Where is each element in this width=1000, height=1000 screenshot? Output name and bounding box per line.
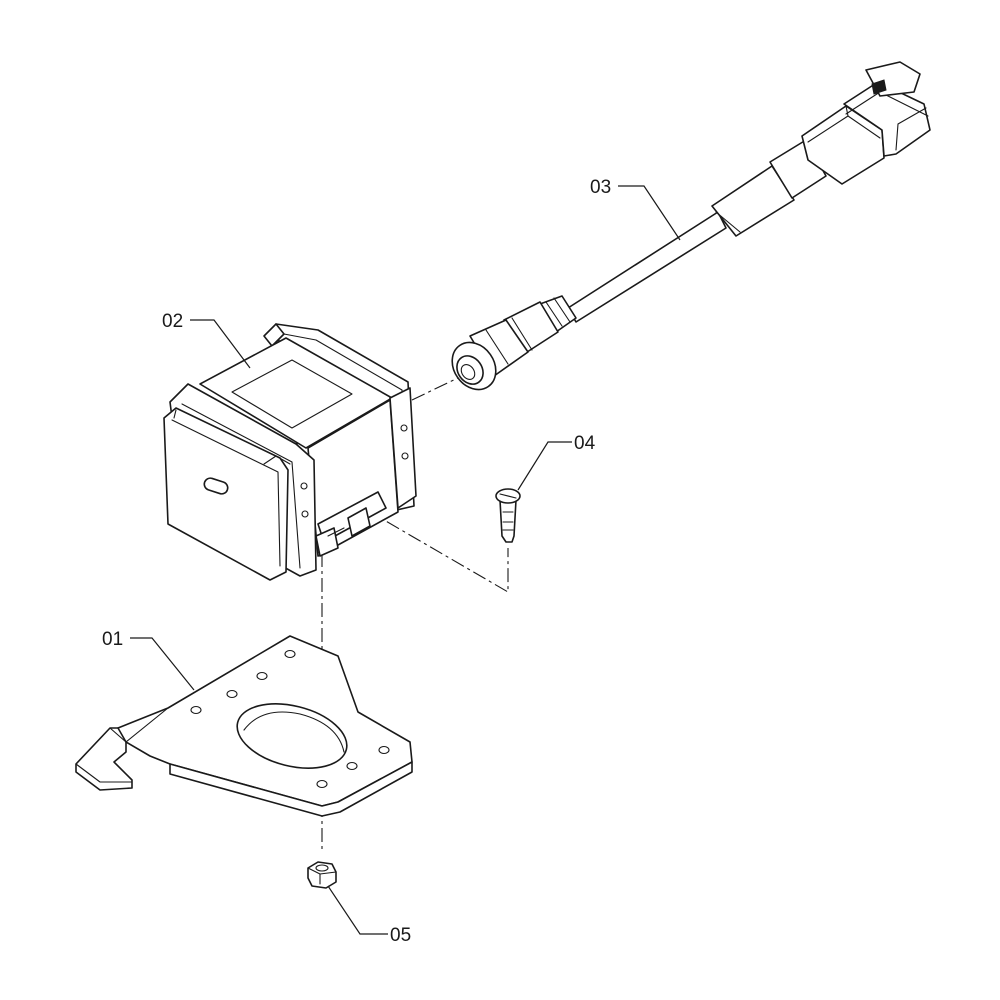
part-03-cable-harness[interactable] — [443, 61, 931, 398]
callout-03: 03 — [590, 177, 611, 198]
part-01-mounting-bracket[interactable] — [75, 635, 413, 817]
callout-02: 02 — [162, 311, 183, 332]
callout-leaders — [130, 185, 681, 935]
bracket-mounting-holes — [190, 649, 390, 789]
callout-01: 01 — [102, 629, 123, 650]
bracket-center-cutout — [236, 703, 348, 769]
part-02-rocker-switch[interactable] — [163, 323, 417, 581]
plug-connector[interactable] — [801, 61, 931, 185]
callout-05: 05 — [390, 925, 411, 946]
callout-04: 04 — [574, 433, 596, 454]
part-05-hex-nut[interactable] — [307, 861, 337, 889]
part-04-screw[interactable] — [495, 488, 521, 543]
round-connector[interactable] — [443, 295, 577, 398]
